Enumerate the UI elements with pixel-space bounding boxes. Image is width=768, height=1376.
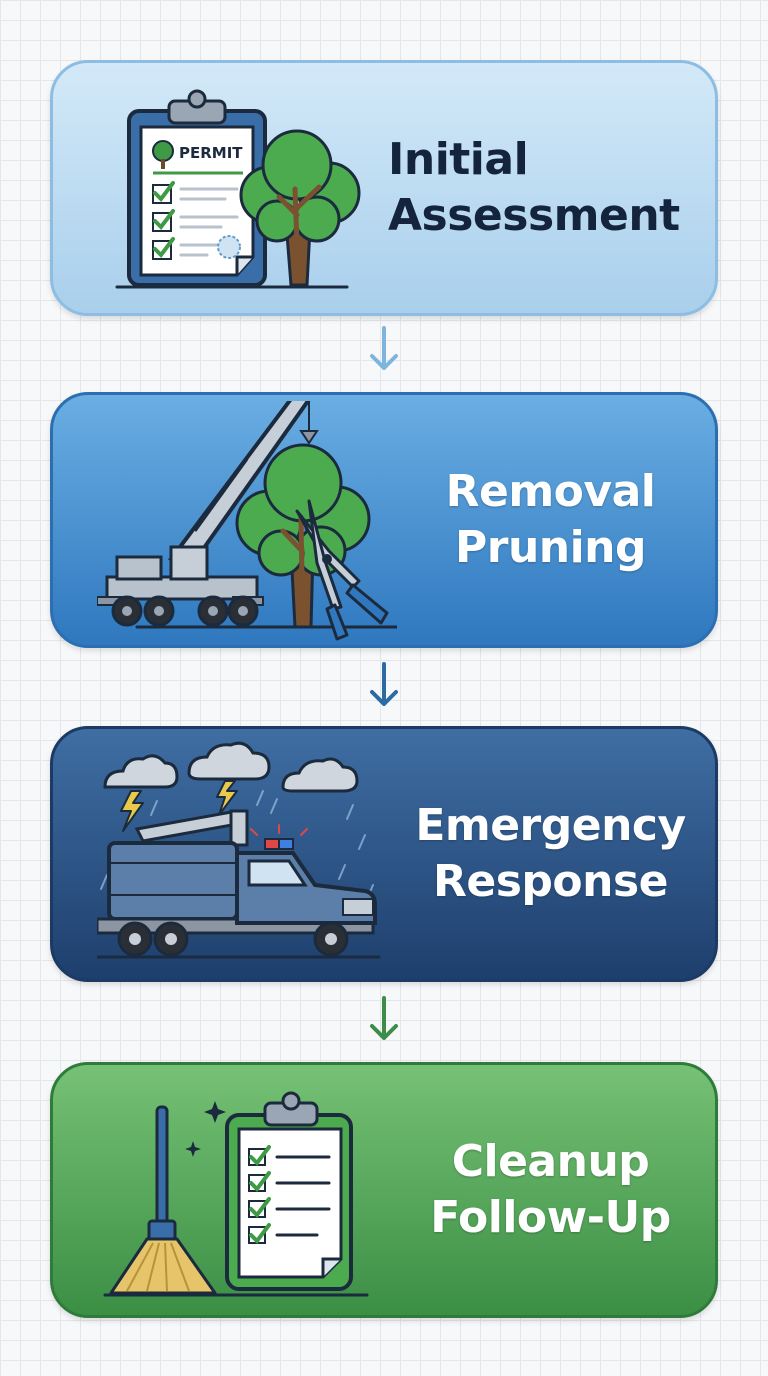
storm-utility-truck-icon (97, 741, 381, 959)
step-emergency-response: Emergency Response (50, 726, 718, 982)
broom-checklist-icon (103, 1091, 369, 1297)
step-title-line2: Assessment (388, 190, 680, 241)
permit-clipboard-tree-icon: PERMIT (115, 89, 361, 289)
step-title: Cleanup Follow-Up (378, 1065, 723, 1315)
step-title-line1: Emergency (415, 800, 686, 851)
step-initial-assessment: PERMIT Initial Assessme (50, 60, 718, 316)
step-title-line1: Removal (445, 466, 656, 517)
step-cleanup-follow-up: Cleanup Follow-Up (50, 1062, 718, 1318)
down-arrow-icon (370, 662, 398, 706)
step-title-line2: Follow-Up (430, 1192, 671, 1243)
down-arrow-icon (370, 326, 398, 370)
step-removal-pruning: Removal Pruning (50, 392, 718, 648)
step-title-line1: Cleanup (451, 1136, 650, 1187)
down-arrow-icon (370, 996, 398, 1040)
step-title: Initial Assessment (378, 63, 723, 313)
step-title: Emergency Response (378, 729, 723, 979)
step-title: Removal Pruning (378, 395, 723, 645)
step-title-line2: Response (433, 856, 669, 907)
permit-badge-text: PERMIT (179, 144, 243, 162)
crane-truck-pruning-shears-icon (97, 401, 397, 641)
step-title-line1: Initial (388, 134, 529, 185)
step-title-line2: Pruning (455, 522, 647, 573)
